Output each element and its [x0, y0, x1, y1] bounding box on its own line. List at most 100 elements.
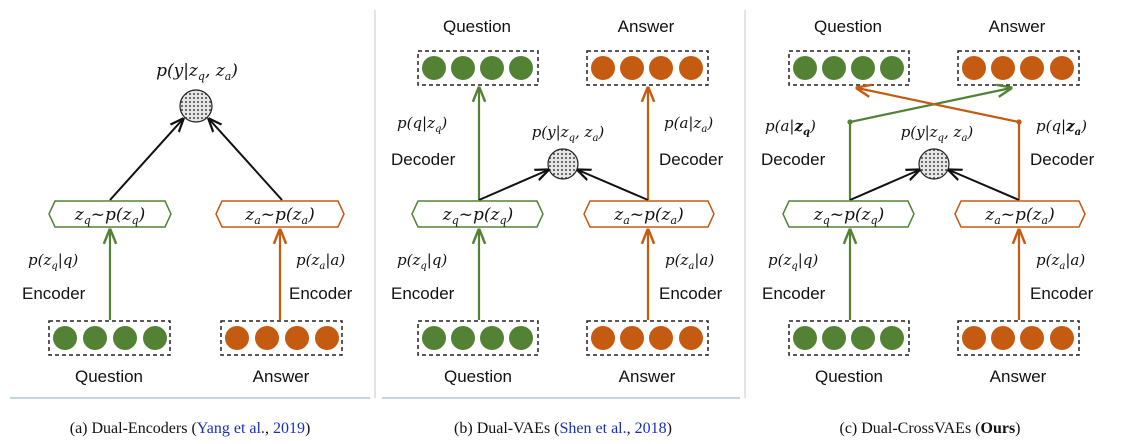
p-q-za-label: p(q|za) [1036, 117, 1087, 138]
za-latent-box [954, 200, 1086, 228]
p-a-zq-label: p(a|zq) [765, 117, 816, 138]
p-za-a-label: p(za|a) [665, 251, 714, 272]
token-dot [851, 326, 875, 350]
question-label: Question [75, 367, 143, 386]
token-dot [880, 56, 904, 80]
question-embedding [417, 320, 539, 356]
token-dot [1050, 56, 1074, 80]
token-dot [620, 56, 644, 80]
token-dot [851, 56, 875, 80]
panel-dual-crossvaes: Question Answer p(a|zq) Decoder p(q|za) … [761, 17, 1095, 386]
za-prior-label: za~p(za) [244, 205, 314, 227]
zq-latent-box [782, 200, 915, 228]
zq-prior-label: zq~p(zq) [813, 205, 884, 227]
p-zq-q-label: p(zq|q) [768, 251, 818, 272]
question-label: Question [815, 367, 883, 386]
token-dot [285, 326, 309, 350]
caption-a: (a) Dual-Encoders (Yang et al., 2019) [70, 420, 311, 437]
decoder-label: Decoder [391, 150, 456, 169]
token-dot [991, 56, 1015, 80]
token-dot [255, 326, 279, 350]
token-dot [880, 326, 904, 350]
token-dot [113, 326, 137, 350]
token-dot [509, 56, 533, 80]
junction-dot [847, 119, 853, 125]
token-dot [422, 326, 446, 350]
panel-dual-encoders: p(y|zq, za) zq~p(zq) za~p(za) p(zq|q) En… [22, 61, 353, 386]
zq-latent-box [48, 200, 172, 228]
arrow [949, 170, 1020, 201]
token-dot [822, 56, 846, 80]
encoder-label: Encoder [659, 284, 723, 303]
token-dot [225, 326, 249, 350]
question-reconstruction [417, 50, 539, 86]
encoder-label: Encoder [762, 284, 826, 303]
arrow [478, 170, 548, 201]
output-node [547, 148, 579, 180]
p-zq-q-label: p(zq|q) [28, 251, 78, 272]
p-za-a-label: p(za|a) [296, 251, 345, 272]
token-dot [822, 326, 846, 350]
p-q-zq-label: p(q|zq) [397, 114, 447, 135]
encoder-label: Encoder [1030, 284, 1094, 303]
token-dot [143, 326, 167, 350]
token-dot [793, 326, 817, 350]
arrow [578, 170, 649, 201]
token-dot [649, 56, 673, 80]
token-dot [451, 326, 475, 350]
token-dot [649, 326, 673, 350]
token-dot [1020, 56, 1044, 80]
output-node [918, 148, 950, 180]
token-dot [509, 326, 533, 350]
token-dot [1050, 326, 1074, 350]
token-dot [591, 56, 615, 80]
encoder-label: Encoder [391, 284, 455, 303]
caption-b: (b) Dual-VAEs (Shen et al., 2018) [454, 420, 672, 437]
token-dot [679, 326, 703, 350]
question-label: Question [444, 367, 512, 386]
question-label: Question [443, 17, 511, 36]
encoder-label: Encoder [22, 284, 86, 303]
arrow [849, 170, 919, 201]
zq-prior-label: zq~p(zq) [74, 205, 145, 227]
panel-dual-vaes: Question Answer p(q|zq) Decoder p(a|za) … [391, 17, 724, 386]
p-y-label: p(y|zq, za) [901, 123, 974, 144]
token-dot [591, 326, 615, 350]
p-y-label: p(y|zq, za) [532, 123, 605, 144]
za-latent-box [583, 200, 715, 228]
token-dot [480, 56, 504, 80]
question-label: Question [814, 17, 882, 36]
answer-label: Answer [618, 17, 675, 36]
answer-label: Answer [253, 367, 310, 386]
p-y-label: p(y|zq, za) [156, 61, 238, 83]
junction-dot [1016, 119, 1022, 125]
token-dot [451, 56, 475, 80]
token-dot [422, 56, 446, 80]
caption-c: (c) Dual-CrossVAEs (Ours) [839, 420, 1020, 437]
token-dot [480, 326, 504, 350]
decoder-label: Decoder [761, 150, 826, 169]
question-embedding [788, 320, 910, 356]
p-a-za-label: p(a|za) [664, 114, 713, 135]
decoder-label: Decoder [659, 150, 724, 169]
zq-prior-label: zq~p(zq) [442, 205, 513, 227]
answer-label: Answer [619, 367, 676, 386]
token-dot [53, 326, 77, 350]
arrow [209, 119, 283, 201]
output-node [179, 89, 213, 123]
za-latent-box [215, 200, 345, 228]
token-dot [991, 326, 1015, 350]
p-zq-q-label: p(zq|q) [397, 251, 447, 272]
token-dot [83, 326, 107, 350]
token-dot [315, 326, 339, 350]
encoder-label: Encoder [289, 284, 353, 303]
token-dot [962, 326, 986, 350]
za-prior-label: za~p(za) [984, 205, 1054, 227]
answer-label: Answer [989, 17, 1046, 36]
za-prior-label: za~p(za) [613, 205, 683, 227]
cross-decoder-arrow [848, 88, 1011, 200]
token-dot [962, 56, 986, 80]
token-dot [679, 56, 703, 80]
question-reconstruction [788, 50, 910, 86]
